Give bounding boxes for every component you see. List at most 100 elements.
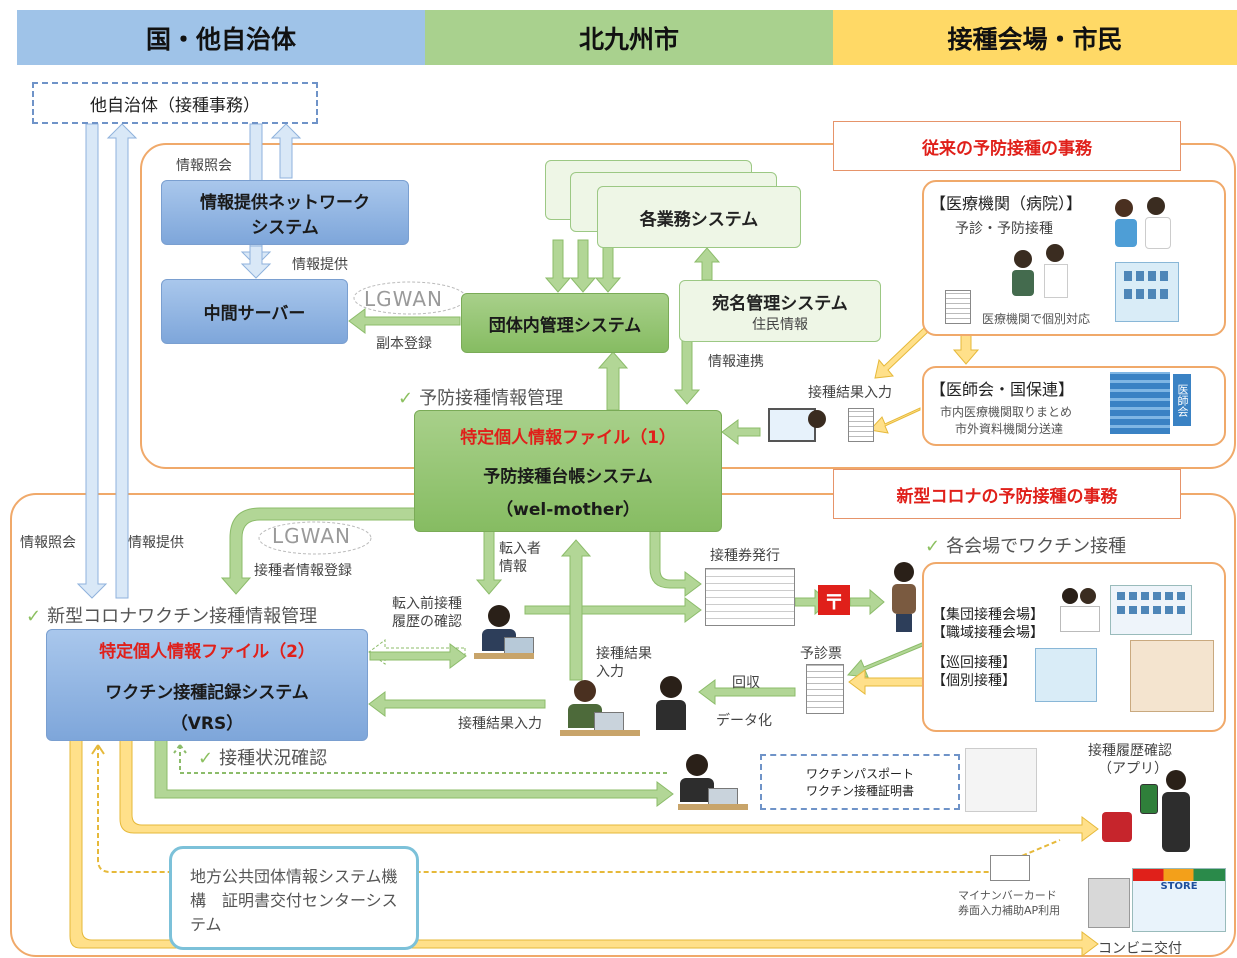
hospital-note: 医療機関で個別対応	[982, 312, 1091, 326]
document-icon-hospital	[945, 290, 971, 324]
check-kaijo-text: 各会場でワクチン接種	[946, 536, 1127, 557]
check-kaijo: ✓各会場でワクチン接種	[925, 532, 1126, 558]
label-conventional-text: 従来の予防接種の事務	[922, 138, 1092, 159]
operator-transfer-icon	[474, 605, 534, 661]
venue-line3: 【巡回接種】	[932, 655, 1016, 671]
label-kekka-input-bottom: 接種結果入力	[458, 716, 542, 732]
other-municipality-box: 他自治体（接種事務）	[32, 82, 318, 124]
header-venue-citizen-label: 接種会場・市民	[947, 24, 1123, 54]
label-kekka-2: 入力	[596, 664, 624, 680]
document-icon-ishikai	[848, 408, 874, 442]
label-kekka-1: 接種結果	[596, 646, 652, 662]
address-management-label: 宛名管理システム	[712, 293, 848, 314]
operator-result-icon	[560, 680, 640, 740]
internal-management-system-label: 団体内管理システム	[488, 315, 642, 336]
label-tennyusha-2: 情報	[499, 559, 527, 575]
middle-server-box: 中間サーバー	[161, 279, 348, 344]
other-municipality-label: 他自治体（接種事務）	[90, 95, 260, 116]
label-joho-teikyo-mid: 情報提供	[292, 257, 348, 273]
passport-exchange-icon	[965, 748, 1037, 812]
check-corona-info: ✓新型コロナワクチン接種情報管理	[26, 602, 317, 628]
ishikai-sub1: 市内医療機関取りまとめ	[940, 405, 1073, 419]
kiosk-terminal-icon	[1088, 878, 1130, 928]
app-icon	[1102, 812, 1132, 842]
check-yobo-info: ✓予防接種情報管理	[398, 384, 563, 410]
info-network-system-box: 情報提供ネットワーク システム	[161, 180, 409, 245]
label-tennyumae-1: 転入前接種	[392, 596, 462, 612]
check-jokyo: ✓接種状況確認	[198, 744, 327, 770]
arrow-network-server	[240, 245, 272, 279]
jlis-center-box: 地方公共団体情報システム機構 証明書交付センターシステム	[169, 846, 419, 950]
hospital-title: 【医療機関（病院）】	[930, 194, 1083, 213]
vrs-line2: （VRS）	[170, 713, 244, 734]
passport-line1: ワクチンパスポート	[805, 767, 914, 781]
venue-line2: 【職域接種会場】	[932, 625, 1044, 641]
address-management-system-box: 宛名管理システム 住民情報	[679, 280, 881, 342]
doctor-patient-icon	[1115, 195, 1175, 250]
header-national-label: 国・他自治体	[145, 24, 296, 54]
mynumber-card-icon	[990, 855, 1030, 881]
operator-collect-icon	[652, 676, 692, 734]
vrs-system-box: 特定個人情報ファイル（2） ワクチン接種記録システム （VRS）	[46, 629, 368, 741]
label-mynumber-1: マイナンバーカード	[958, 889, 1057, 902]
ishikai-title: 【医師会・国保連】	[930, 380, 1075, 399]
label-rireki-1: 接種履歴確認	[1088, 743, 1172, 759]
vrs-line1: ワクチン接種記録システム	[105, 682, 309, 703]
business-system-label: 各業務システム	[639, 209, 759, 230]
label-corona: 新型コロナの予防接種の事務	[833, 469, 1181, 519]
lgwan-label-top: LGWAN	[364, 287, 443, 311]
operator-status-icon	[678, 754, 748, 812]
ishikai-sign-text: 医師会	[1176, 383, 1189, 417]
ishikai-sub2: 市外資料機関分送達	[955, 422, 1064, 436]
label-tennyusha-1: 転入者	[499, 541, 541, 557]
label-joho-shokai-left: 情報照会	[20, 535, 76, 551]
label-corona-text: 新型コロナの予防接種の事務	[896, 486, 1118, 507]
post-mark-icon: 〒	[818, 585, 850, 615]
label-joho-teikyo-left: 情報提供	[128, 535, 184, 551]
passport-line2: ワクチン接種証明書	[805, 784, 914, 798]
arrow-jlis-dashed	[97, 745, 1005, 873]
label-joho-renkei: 情報連携	[708, 354, 764, 370]
passport-box: ワクチンパスポート ワクチン接種証明書	[760, 754, 960, 810]
vrs-file-label: 特定個人情報ファイル（2）	[99, 641, 315, 662]
info-network-line2: システム	[251, 217, 319, 238]
post-mark-text: 〒	[824, 589, 844, 614]
ledger-file-label: 特定個人情報ファイル（1）	[460, 427, 676, 448]
pc-operator-icon	[768, 408, 828, 448]
check-corona-info-text: 新型コロナワクチン接種情報管理	[47, 606, 318, 627]
store-sign-text: STORE	[1160, 881, 1198, 892]
header-venue-citizen: 接種会場・市民	[833, 10, 1237, 65]
business-system-box: 各業務システム	[597, 186, 801, 248]
smartphone-user-icon	[1140, 770, 1200, 860]
label-datakas: データ化	[716, 713, 772, 729]
convenience-store-icon: STORE	[1132, 868, 1226, 932]
address-management-sub: 住民情報	[752, 316, 808, 333]
check-icon: ✓	[925, 536, 941, 557]
middle-server-label: 中間サーバー	[203, 304, 306, 324]
label-mynumber-2: 券面入力補助AP利用	[958, 904, 1061, 917]
label-kekka-input-top: 接種結果入力	[808, 385, 892, 401]
venue-line4: 【個別接種】	[932, 673, 1016, 689]
vaccination-ledger-system-box: 特定個人情報ファイル（1） 予防接種台帳システム （wel-mother）	[414, 410, 722, 532]
header-kitakyushu: 北九州市	[425, 10, 833, 65]
venue-doctors-icon	[1058, 588, 1102, 632]
lgwan-cloud-icon-2	[258, 521, 372, 555]
consultation-icon	[1012, 240, 1072, 300]
check-icon: ✓	[26, 606, 42, 627]
label-conveni: コンビニ交付	[1098, 941, 1182, 957]
ledger-line2: （wel-mother）	[496, 499, 640, 520]
label-joho-shokai-top: 情報照会	[176, 158, 232, 174]
check-icon: ✓	[198, 748, 214, 769]
ishikai-sign: 医師会	[1173, 374, 1191, 426]
header-kitakyushu-label: 北九州市	[578, 24, 679, 54]
ishikai-building-icon	[1110, 372, 1170, 434]
label-fukuhon: 副本登録	[376, 336, 432, 352]
questionnaire-icon	[806, 664, 844, 714]
lgwan-label-bottom: LGWAN	[272, 524, 351, 548]
hospital-building-icon	[1115, 262, 1179, 322]
citizen-walking-icon	[888, 562, 922, 634]
label-conventional: 従来の予防接種の事務	[833, 121, 1181, 171]
label-yoshinhyo: 予診票	[800, 646, 842, 662]
care-facility-icon	[1130, 640, 1214, 712]
